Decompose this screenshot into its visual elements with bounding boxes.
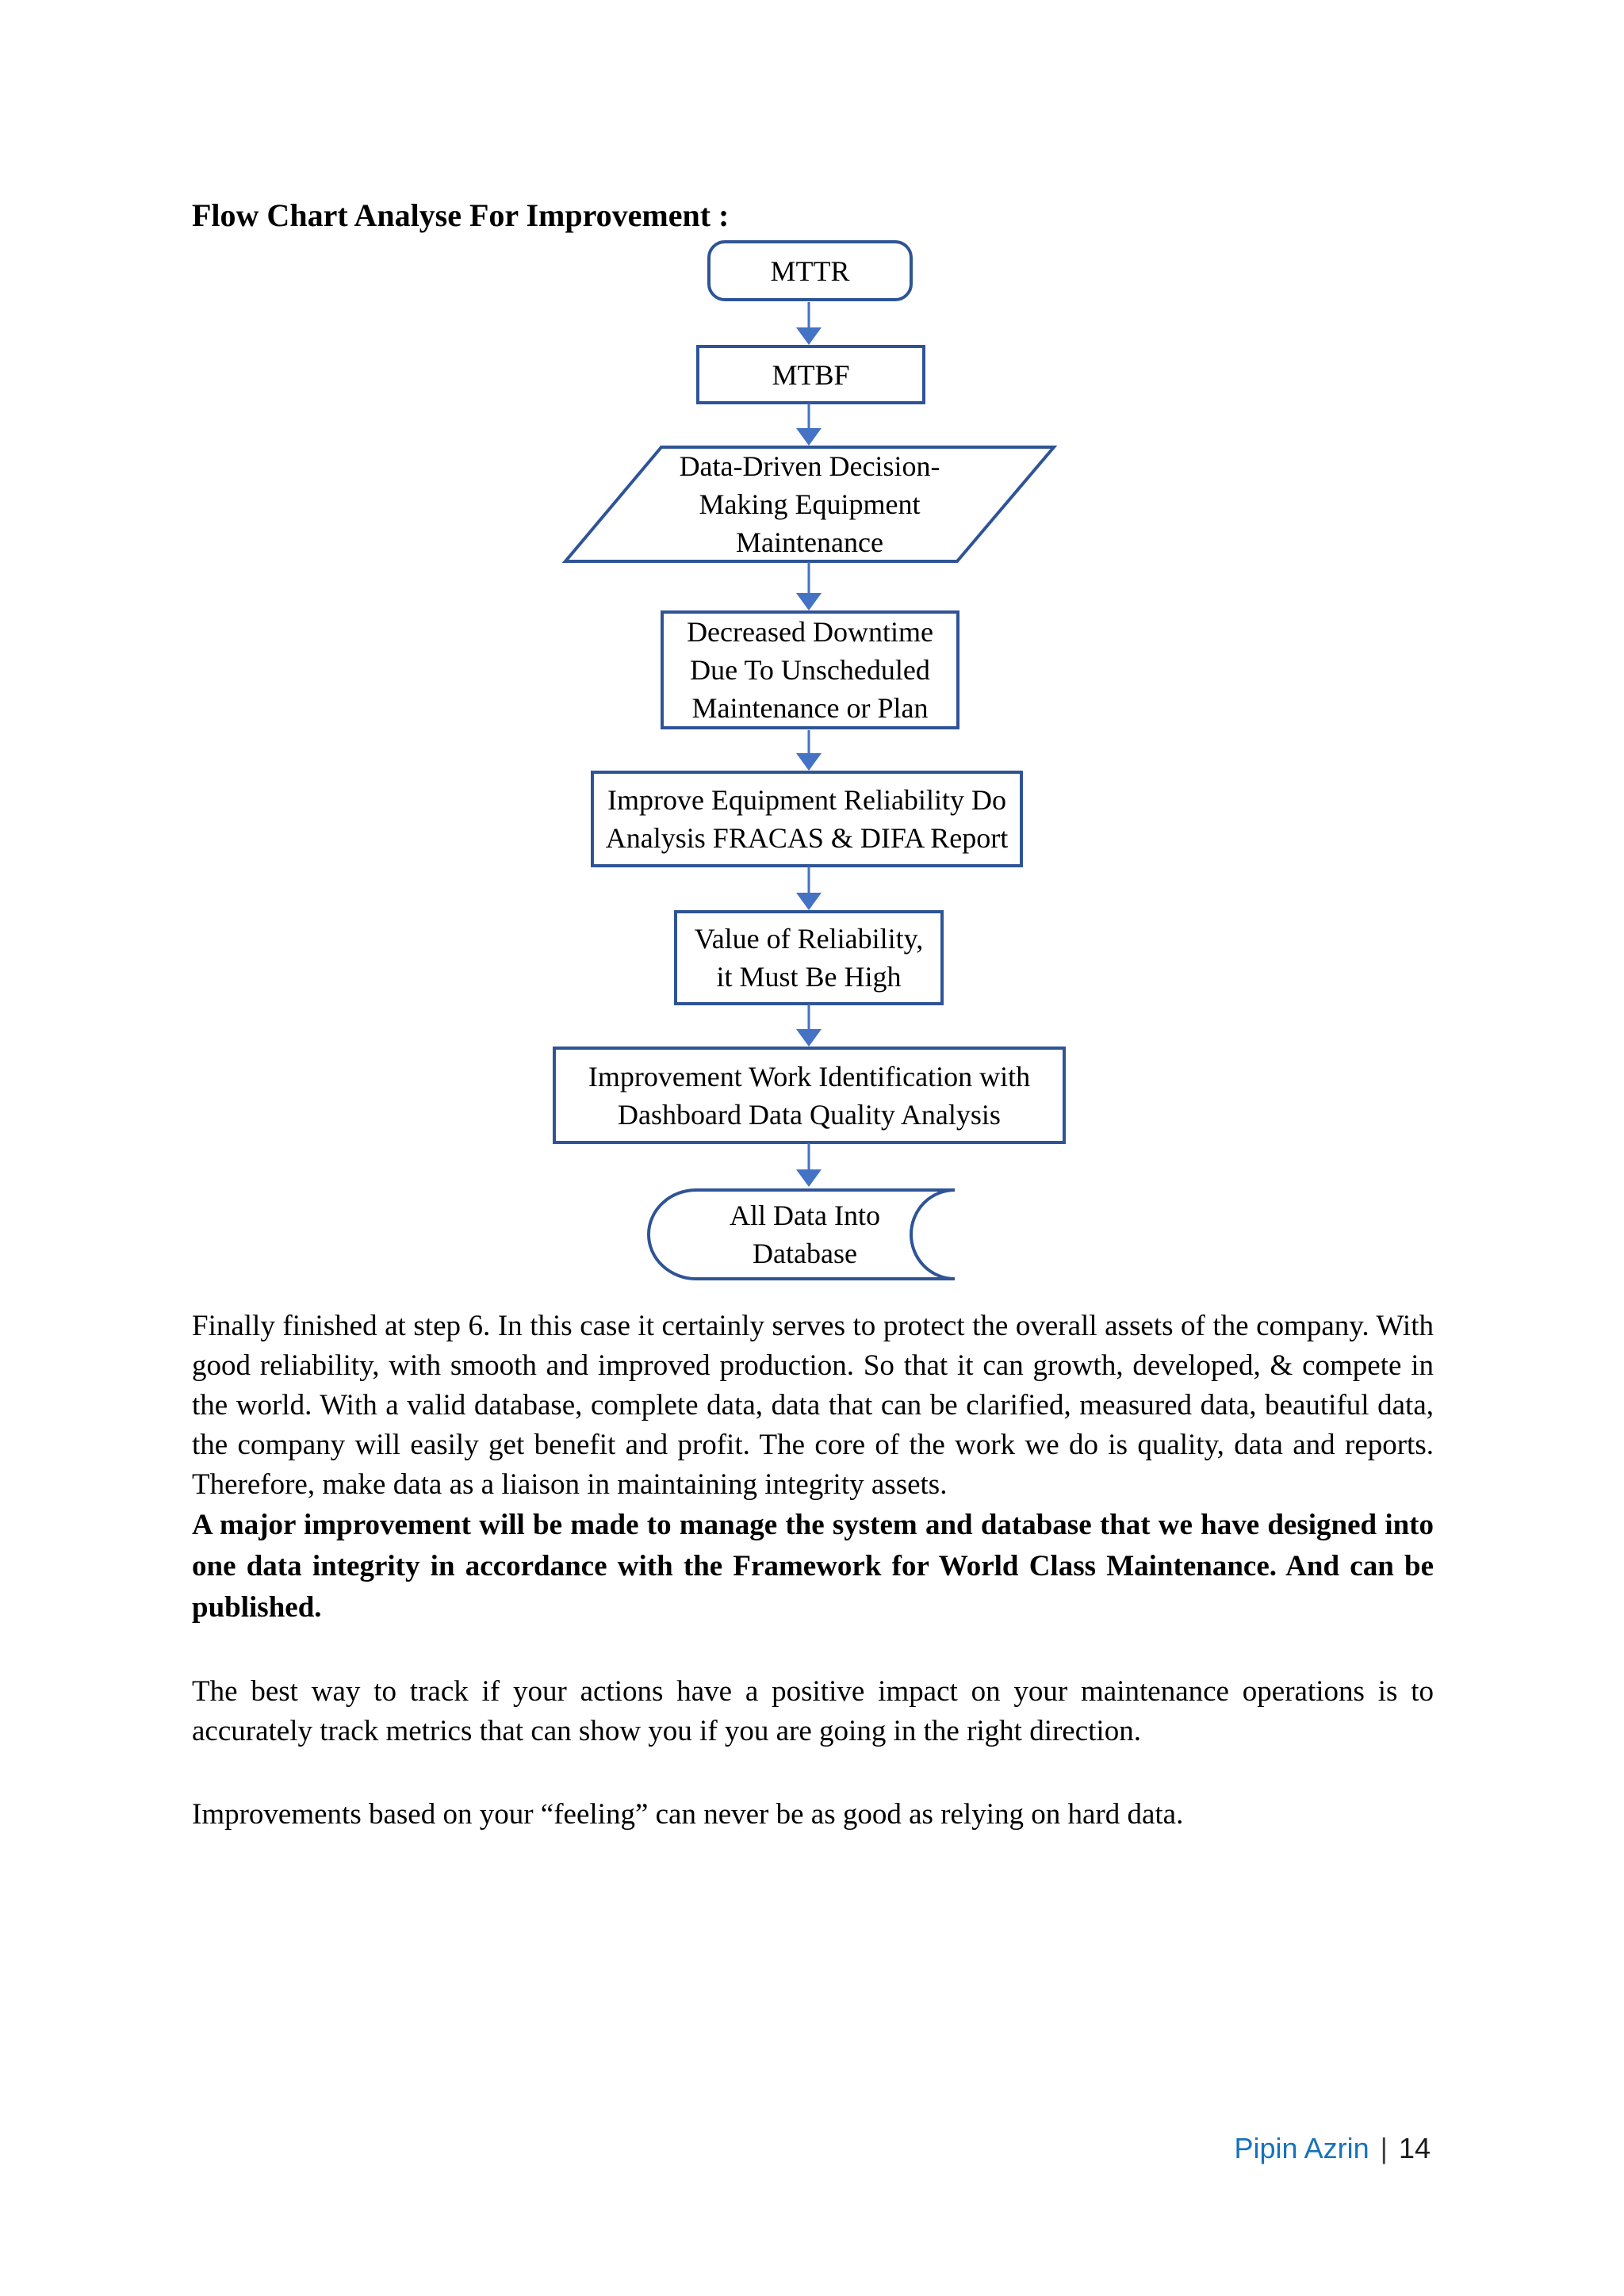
flow-arrow-1 [796,302,822,345]
flow-shape-value-reliability [674,910,944,1005]
paragraph-best-way: The best way to track if your actions ha… [192,1675,1434,1747]
flow-shape-mttr [707,240,913,301]
paragraph-major-improvement: A major improvement will be made to mana… [192,1509,1434,1624]
flow-arrow-7 [796,1143,822,1187]
paragraph-feeling: Improvements based on your “feeling” can… [192,1798,1184,1831]
flow-arrow-4 [796,730,822,771]
flow-shape-data-driven [561,446,1058,563]
flow-shape-improvement-work [553,1047,1066,1144]
flow-shape-improve-reliability [591,771,1023,867]
flow-arrow-6-head [796,1029,822,1047]
flow-arrow-2-head [796,428,822,446]
flow-arrow-2 [796,404,822,446]
flowchart-canvas [553,240,1066,1280]
flow-arrow-4-head [796,753,822,771]
footer-author: Pipin Azrin [1234,2132,1369,2164]
flow-arrow-7-head [796,1169,822,1187]
page-title: Flow Chart Analyse For Improvement : [192,197,730,233]
paragraph-conclusion: Finally finished at step 6. In this case… [192,1310,1434,1501]
flow-shape-decreased-downtime [661,610,959,729]
flow-shape-mtbf [696,345,925,404]
flow-arrow-5 [796,867,822,910]
flow-arrow-6 [796,1004,822,1047]
flow-arrow-1-head [796,327,822,345]
flow-arrow-5-head [796,893,822,910]
flow-arrow-3-head [796,593,822,610]
flow-arrow-3 [796,562,822,610]
flow-shape-database [647,1188,956,1280]
page-footer: Pipin Azrin | 14 [192,2131,1431,2166]
footer-page-number: 14 [1398,2132,1431,2164]
body-text: Finally finished at step 6. In this case… [192,1307,1434,1835]
footer-separator: | [1380,2132,1388,2164]
